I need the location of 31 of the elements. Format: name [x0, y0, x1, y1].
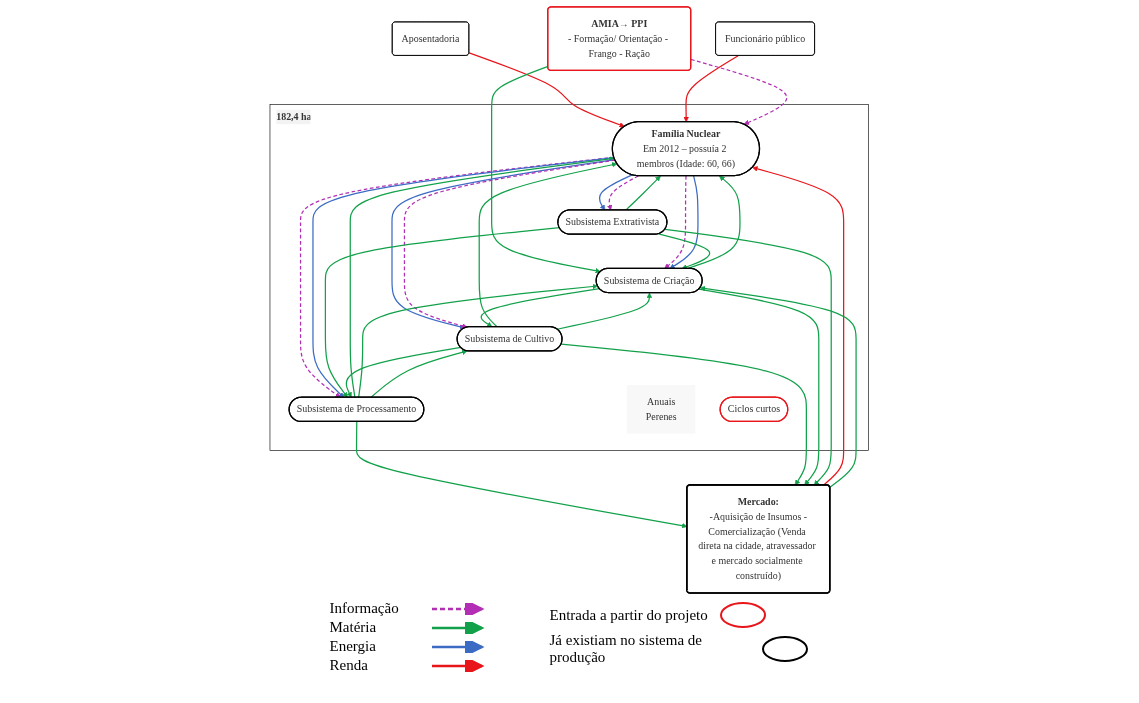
arrow: [607, 175, 640, 211]
arrow: [358, 283, 599, 399]
arrow: [664, 175, 687, 269]
legend-text: Informação: [329, 600, 400, 617]
arrow: [752, 166, 845, 486]
arrow: [625, 175, 661, 211]
arrow: [664, 228, 833, 486]
arrow: [599, 174, 633, 211]
arrow: [480, 288, 601, 328]
arrow: [560, 343, 808, 486]
arrow: [658, 233, 711, 270]
legend-text: Matéria: [329, 619, 378, 636]
arrow: [683, 55, 740, 123]
node-label: Perenes: [645, 411, 677, 422]
arrow: [356, 421, 688, 529]
arrow: [700, 285, 857, 488]
legend-text: Renda: [329, 657, 369, 674]
arrow: [325, 227, 561, 398]
arrow: [690, 58, 788, 125]
legend-text: Entrada a partir do projeto: [549, 606, 708, 624]
arrow: [698, 288, 820, 486]
arrow: [370, 349, 468, 399]
arrow: [478, 162, 618, 328]
arrow: [491, 65, 602, 274]
node-label: Anuais: [647, 396, 676, 407]
arrow: [468, 52, 626, 128]
arrow: [556, 292, 653, 330]
legend-text: Energia: [329, 638, 377, 655]
arrow: [345, 346, 462, 398]
arrow: [669, 175, 699, 269]
legend-text: Já existiam no sistema de produção: [549, 632, 703, 666]
